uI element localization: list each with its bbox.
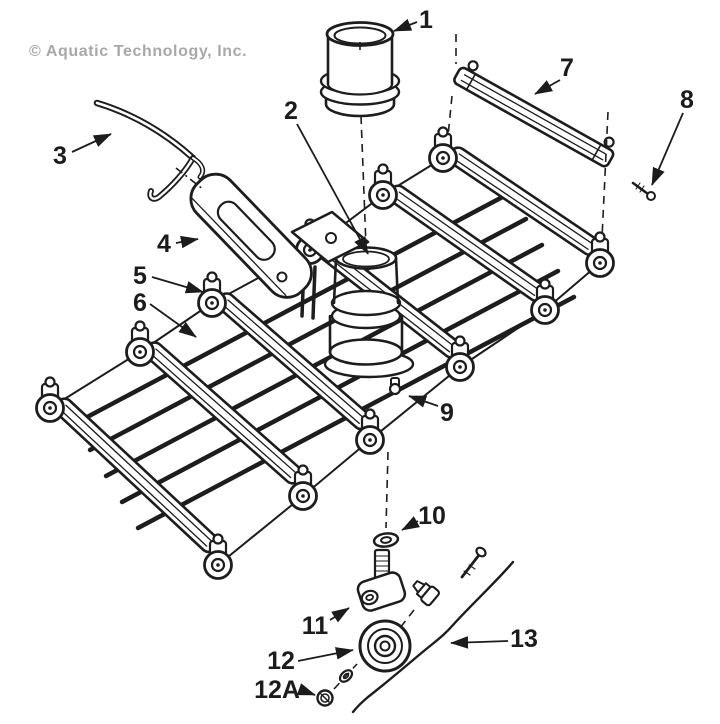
callout-label: 11	[302, 612, 329, 640]
caster-wheel	[288, 464, 318, 511]
cable	[351, 560, 515, 714]
caster-wheel	[428, 126, 458, 173]
callout-label: 5	[133, 262, 147, 290]
alignment-dashed-line	[447, 95, 453, 137]
caster-wheel	[125, 320, 155, 367]
caster-wheel	[355, 408, 385, 455]
callout-label: 3	[53, 142, 67, 170]
callout-label: 12A	[254, 676, 300, 704]
watermark-text: © Aquatic Technology, Inc.	[29, 43, 247, 60]
callout-label: 7	[560, 54, 574, 82]
callout-1: 1	[393, 6, 433, 34]
callout-6: 6	[133, 289, 197, 338]
roller-wheel	[358, 619, 412, 673]
nipple-fitting	[412, 580, 441, 607]
callout-label: 8	[680, 86, 694, 114]
callout-9: 9	[408, 395, 454, 427]
slat-line	[87, 216, 529, 453]
spring-clip	[93, 99, 206, 202]
callout-label: 4	[157, 230, 171, 258]
callout-4: 4	[157, 230, 199, 258]
alignment-dashed-line	[601, 111, 609, 239]
hose-cuff	[319, 21, 401, 118]
vacuum-head-body	[35, 126, 615, 580]
callout-label: 9	[440, 399, 454, 427]
alignment-dashdot-line	[175, 167, 205, 191]
callout-10: 10	[401, 502, 446, 531]
callout-label: 2	[284, 97, 298, 125]
callout-12a: 12A	[254, 676, 316, 704]
screw-12a	[316, 669, 354, 707]
alignment-lines	[175, 34, 609, 690]
callout-label: 13	[510, 625, 538, 653]
caster-wheel	[197, 271, 227, 318]
caster-wheel	[203, 533, 233, 580]
callout-7: 7	[534, 54, 574, 95]
alignment-dashed-line	[385, 451, 389, 529]
caster-wheels	[35, 126, 615, 580]
caster-wheel	[368, 163, 398, 210]
screw-8	[631, 181, 656, 201]
handle-bracket	[290, 210, 370, 264]
callout-8: 8	[651, 86, 694, 186]
callout-label: 6	[133, 289, 147, 317]
alignment-dashed-line	[333, 663, 358, 690]
hinge-bolt	[388, 377, 402, 396]
callout-11: 11	[302, 607, 350, 640]
caster-wheel	[530, 278, 560, 325]
callout-2: 2	[284, 97, 369, 255]
body-rail	[53, 397, 220, 554]
callout-5: 5	[133, 262, 204, 294]
caster-wheel	[35, 376, 65, 423]
swivel-cylinder	[323, 246, 415, 379]
callout-13: 13	[450, 625, 538, 653]
washer-10	[372, 532, 400, 548]
brush-rail-bar	[453, 60, 615, 168]
alignment-dashed-line	[360, 115, 367, 247]
screw-13-area	[460, 546, 487, 579]
alignment-dashed-line	[399, 609, 415, 629]
elbow-fitting	[356, 548, 407, 612]
callout-label: 12	[267, 647, 295, 675]
swivel-housing-strip	[311, 265, 317, 320]
callout-label: 10	[418, 502, 446, 530]
caster-wheel	[585, 231, 615, 278]
callout-12: 12	[267, 647, 354, 675]
callouts: 1 2 3 4 5 6 7 8	[53, 6, 694, 704]
callout-label: 1	[419, 6, 433, 34]
slat-line	[119, 268, 561, 505]
callout-3: 3	[53, 133, 112, 170]
handle	[189, 172, 313, 299]
slat-line	[103, 242, 545, 479]
caster-wheel	[445, 335, 475, 382]
